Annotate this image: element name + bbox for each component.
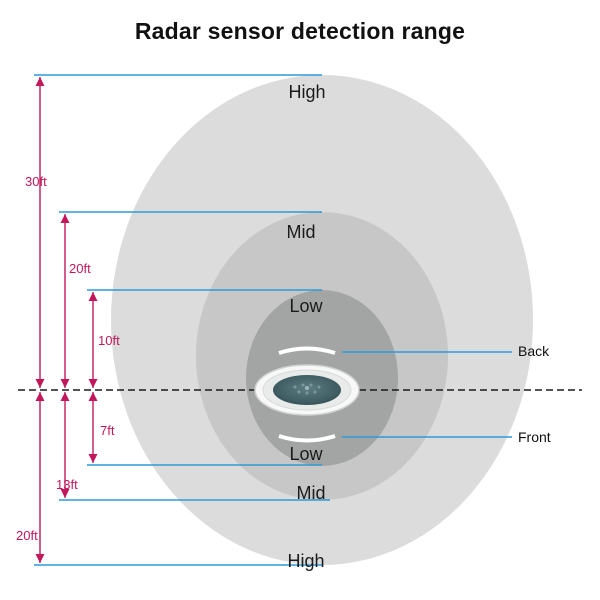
back-label: Back xyxy=(518,343,550,359)
measurement-20ft-above: 20ft xyxy=(69,261,91,276)
zone-label-mid-bottom: Mid xyxy=(296,483,326,503)
zone-label-low-top: Low xyxy=(289,296,323,316)
measurement-20ft-below: 20ft xyxy=(16,528,38,543)
front-label: Front xyxy=(518,429,551,445)
zone-label-low-bottom: Low xyxy=(289,444,323,464)
zone-label-high-top: High xyxy=(288,82,326,102)
page-title: Radar sensor detection range xyxy=(134,18,466,44)
measurement-30ft: 30ft xyxy=(25,174,47,189)
measurement-7ft: 7ft xyxy=(100,423,115,438)
measurement-13ft: 13ft xyxy=(56,477,78,492)
sensor-grille-dots xyxy=(293,383,321,395)
sensor-front-bracket xyxy=(278,434,336,443)
zone-label-high-bottom: High xyxy=(287,551,325,571)
radar-sensor-icon xyxy=(254,364,360,416)
measurement-10ft: 10ft xyxy=(98,333,120,348)
zone-label-mid-top: Mid xyxy=(286,222,316,242)
sensor-back-bracket xyxy=(278,346,336,355)
